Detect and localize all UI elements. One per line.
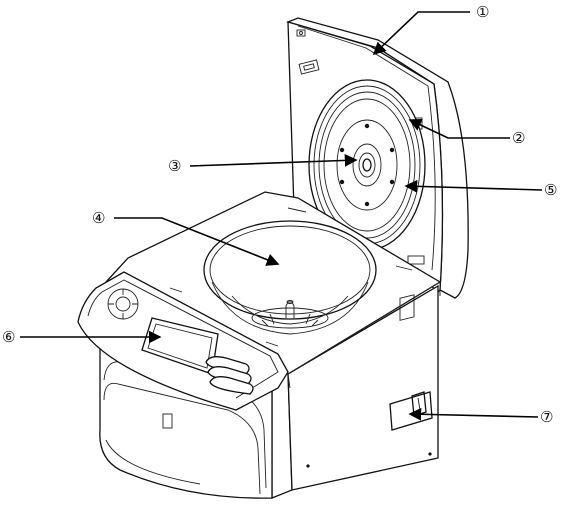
callout-number-5: ⑤ — [544, 181, 557, 199]
callout-number-3: ③ — [168, 157, 181, 175]
callout-line-4 — [114, 217, 280, 266]
callout-line-5 — [404, 179, 543, 193]
rotor-chamber — [203, 220, 377, 335]
callout-number-2: ② — [512, 129, 525, 147]
callout-labels: ① ② ③ ④ ⑤ ⑥ ⑦ — [2, 3, 557, 426]
callout-lines — [20, 11, 543, 421]
callout-line-1 — [372, 11, 470, 56]
callout-number-4: ④ — [92, 209, 105, 227]
callout-number-7: ⑦ — [540, 408, 553, 426]
callout-number-6: ⑥ — [2, 328, 15, 346]
callout-line-7 — [408, 407, 539, 421]
callout-line-2 — [408, 119, 510, 139]
callout-line-3 — [189, 154, 358, 167]
callout-number-1: ① — [476, 3, 489, 21]
